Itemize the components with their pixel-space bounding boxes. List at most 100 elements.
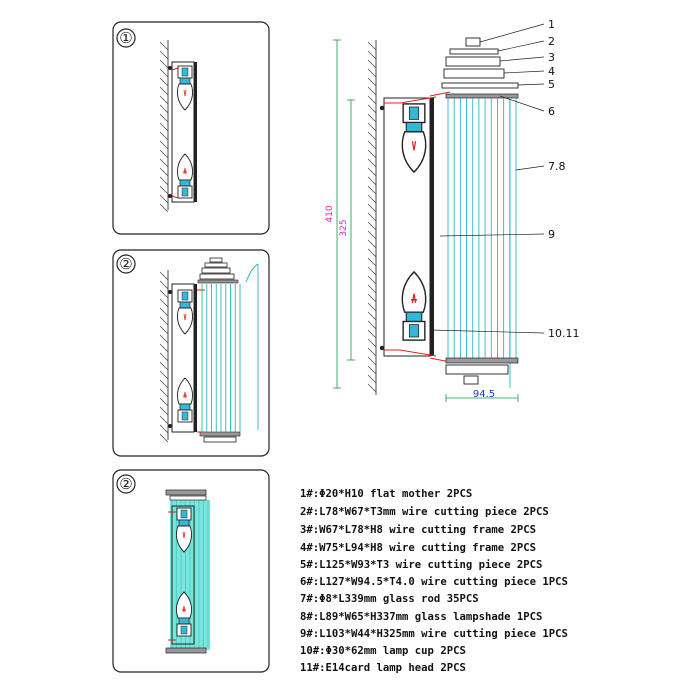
- hatch-line: [159, 325, 169, 335]
- hatch-line: [367, 383, 377, 393]
- hatch-line: [159, 185, 169, 195]
- bulb-icon: [175, 507, 193, 553]
- screw-icon: [168, 66, 172, 70]
- callout-leader: [479, 23, 545, 43]
- hatch-line: [159, 50, 169, 60]
- width-label: 94.5: [473, 389, 495, 400]
- hatch-line: [367, 347, 377, 357]
- step-1-panel: ①: [112, 21, 270, 235]
- hatch-line: [159, 86, 169, 96]
- hatch-line: [159, 131, 169, 141]
- hatch-line: [159, 41, 169, 51]
- callout-leader: [497, 40, 545, 52]
- callout-label: 2: [548, 35, 555, 48]
- hatch-line: [367, 95, 377, 105]
- hatch-line: [367, 68, 377, 78]
- screw-icon: [168, 194, 172, 198]
- screw-icon: [168, 290, 172, 294]
- hatch-line: [159, 194, 169, 204]
- hatch-line: [159, 424, 169, 434]
- spec-line: 6#:L127*W94.5*T4.0 wire cutting piece 1P…: [300, 576, 568, 588]
- glass-height-label: 325: [339, 219, 349, 236]
- spec-line: 11#:E14card lamp head 2PCS: [300, 662, 466, 674]
- hatch-line: [159, 397, 169, 407]
- callout-label: 9: [548, 228, 555, 241]
- spec-line: 2#:L78*W67*T3mm wire cutting piece 2PCS: [300, 506, 549, 518]
- wall-hatch-icon: [159, 40, 169, 213]
- hatch-line: [159, 95, 169, 105]
- screw-icon: [379, 105, 385, 111]
- bulb-icon: [176, 377, 194, 423]
- hatch-line: [159, 298, 169, 308]
- bulb-icon: [176, 65, 194, 111]
- callout-label: 4: [548, 65, 555, 78]
- spec-line: 7#:Φ8*L339mm glass rod 35PCS: [300, 593, 479, 605]
- screw-icon: [168, 424, 172, 428]
- hatch-line: [367, 104, 377, 114]
- hatch-line: [159, 370, 169, 380]
- screw-icon: [379, 345, 385, 351]
- hatch-line: [159, 406, 169, 416]
- step-2-panel: ②: [112, 249, 270, 457]
- hatch-line: [159, 334, 169, 344]
- step-2-number: ②: [119, 255, 132, 273]
- hatch-line: [159, 271, 169, 281]
- hatch-line: [159, 415, 169, 425]
- hatch-line: [367, 86, 377, 96]
- spec-line: 5#:L125*W93*T3 wire cutting piece 2PCS: [300, 559, 543, 571]
- hatch-line: [367, 221, 377, 231]
- callout-label: 7.8: [548, 160, 566, 173]
- hatch-line: [159, 167, 169, 177]
- hatch-line: [159, 343, 169, 353]
- hatch-line: [367, 149, 377, 159]
- hatch-line: [159, 122, 169, 132]
- hatch-line: [159, 68, 169, 78]
- callout-label: 1: [548, 18, 555, 31]
- hatch-line: [367, 302, 377, 312]
- hatch-line: [159, 361, 169, 371]
- step-3-number: ②: [119, 475, 132, 493]
- callout-label: 6: [548, 105, 555, 118]
- hatch-line: [367, 329, 377, 339]
- hatch-line: [367, 338, 377, 348]
- bulb-icon: [175, 591, 193, 637]
- hatch-line: [159, 113, 169, 123]
- spec-line: 3#:W67*L78*H8 wire cutting frame 2PCS: [300, 524, 536, 536]
- hatch-line: [367, 212, 377, 222]
- callout-leader: [439, 233, 545, 237]
- bulb-icon: [176, 153, 194, 199]
- hatch-line: [159, 59, 169, 69]
- callout-leader: [515, 165, 545, 171]
- hatch-line: [367, 311, 377, 321]
- hatch-line: [159, 176, 169, 186]
- hatch-line: [159, 379, 169, 389]
- hatch-line: [367, 158, 377, 168]
- hatch-line: [159, 307, 169, 317]
- hatch-line: [159, 158, 169, 168]
- hatch-line: [367, 320, 377, 330]
- hatch-line: [367, 50, 377, 60]
- step-3-badge: [116, 474, 136, 494]
- hatch-line: [367, 284, 377, 294]
- callout-leader: [517, 83, 545, 86]
- callout-label: 3: [548, 51, 555, 64]
- bulb-icon: [176, 289, 194, 335]
- callout-label: 5: [548, 78, 555, 91]
- hatch-line: [367, 365, 377, 375]
- hatch-line: [367, 374, 377, 384]
- step-2-badge: [116, 254, 136, 274]
- hatch-line: [159, 104, 169, 114]
- spec-line: 8#:L89*W65*H337mm glass lampshade 1PCS: [300, 611, 543, 623]
- hatch-line: [367, 275, 377, 285]
- callout-leader: [429, 329, 545, 334]
- hatch-line: [367, 59, 377, 69]
- hatch-line: [367, 140, 377, 150]
- hatch-line: [367, 176, 377, 186]
- spec-line: 4#:W75*L94*H8 wire cutting frame 2PCS: [300, 542, 536, 554]
- hatch-line: [367, 257, 377, 267]
- callout-leader: [503, 70, 545, 74]
- hatch-line: [159, 77, 169, 87]
- hatch-line: [159, 316, 169, 326]
- callout-leader: [499, 56, 545, 62]
